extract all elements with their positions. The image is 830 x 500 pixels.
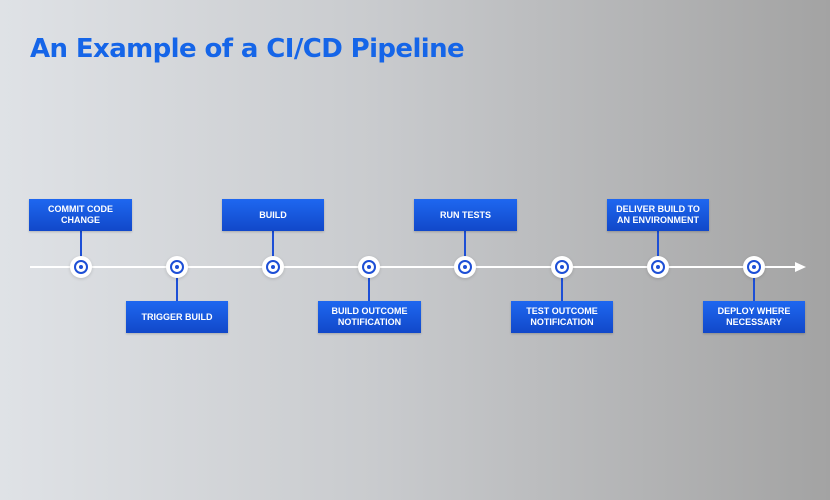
stage-commit-code-change: COMMIT CODE CHANGE [29,199,132,231]
timeline-arrow-icon [795,262,806,272]
timeline-node-trigger-build [166,256,188,278]
stage-connector-build-outcome [368,274,370,302]
timeline-node-run-tests [454,256,476,278]
stage-connector-trigger-build [176,274,178,302]
stage-build-outcome-notification: BUILD OUTCOME NOTIFICATION [318,301,421,333]
timeline-line [30,266,798,268]
timeline-node-commit [70,256,92,278]
stage-test-outcome-notification: TEST OUTCOME NOTIFICATION [511,301,613,333]
stage-build: BUILD [222,199,324,231]
timeline-node-deliver-build [647,256,669,278]
page-title: An Example of a CI/CD Pipeline [30,34,465,64]
stage-connector-commit [80,230,82,260]
stage-connector-deploy [753,274,755,302]
stage-connector-deliver-build [657,230,659,260]
timeline-node-deploy [743,256,765,278]
stage-deploy-where-necessary: DEPLOY WHERE NECESSARY [703,301,805,333]
stage-deliver-build-to-environment: DELIVER BUILD TO AN ENVIRONMENT [607,199,709,231]
stage-run-tests: RUN TESTS [414,199,517,231]
timeline-node-build [262,256,284,278]
stage-connector-run-tests [464,230,466,260]
timeline-node-test-outcome [551,256,573,278]
stage-trigger-build: TRIGGER BUILD [126,301,228,333]
stage-connector-build [272,230,274,260]
stage-connector-test-outcome [561,274,563,302]
timeline-node-build-outcome [358,256,380,278]
